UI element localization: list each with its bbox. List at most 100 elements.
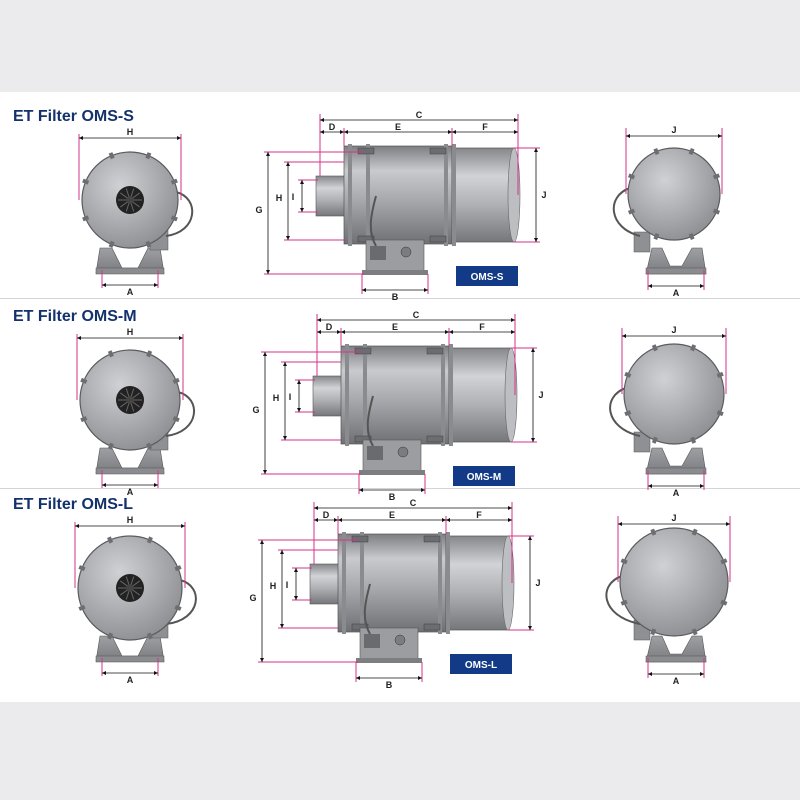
dim-label-h: H: [127, 327, 134, 337]
arrow-head: [442, 518, 446, 522]
dim-label-b: B: [386, 680, 393, 690]
bolt: [624, 371, 632, 378]
base-plate: [645, 467, 707, 475]
dim-label-h: H: [270, 581, 277, 591]
bolt: [145, 152, 152, 160]
dim-label-e: E: [395, 122, 401, 132]
bolt: [172, 416, 180, 423]
arrow-head: [286, 236, 290, 240]
arrow-head: [154, 483, 158, 487]
dim-label-f: F: [482, 122, 488, 132]
fan-hub: [126, 396, 134, 404]
dim-label-c: C: [410, 498, 417, 508]
arrow-head: [508, 518, 512, 522]
bolt: [174, 565, 182, 572]
inlet-pipe: [309, 563, 341, 605]
arrow-head: [294, 596, 298, 600]
arrow-head: [700, 484, 704, 488]
arrow-head: [534, 148, 538, 152]
dim-label-a: A: [673, 488, 680, 498]
arrow-head: [260, 658, 264, 662]
arrow-head: [340, 130, 344, 134]
dim-label-e: E: [389, 510, 395, 520]
bolt: [146, 350, 153, 358]
rear-housing: [451, 147, 515, 243]
latch: [426, 347, 444, 355]
bolt: [107, 536, 114, 544]
dim-label-j: J: [671, 325, 676, 335]
dim-label-a: A: [127, 675, 134, 685]
latch: [351, 535, 369, 543]
arrow-head: [280, 550, 284, 554]
arrow-head: [449, 330, 453, 334]
bolt: [651, 436, 658, 444]
cable-gland: [397, 446, 409, 458]
dim-label-j: J: [538, 390, 543, 400]
arrow-head: [334, 518, 338, 522]
mount-plate: [359, 470, 425, 475]
arrow-head: [294, 568, 298, 572]
arrow-head: [359, 488, 363, 492]
filter-body: [340, 345, 450, 445]
cable: [165, 191, 194, 237]
clamp-band: [363, 344, 367, 446]
clamp-band: [366, 144, 370, 246]
section-title: ET Filter OMS-L: [13, 496, 133, 513]
cable-gland: [400, 246, 412, 258]
arrow-head: [452, 130, 456, 134]
model-badge-label: OMS-L: [465, 660, 497, 671]
dim-label-f: F: [476, 510, 482, 520]
bolt: [172, 377, 180, 384]
bolt: [720, 599, 728, 606]
arrow-head: [648, 284, 652, 288]
arrow-head: [263, 470, 267, 474]
clamp-band: [446, 532, 450, 634]
bolt: [146, 536, 153, 544]
dim-label-d: D: [323, 510, 330, 520]
latch: [357, 147, 375, 155]
bolt: [712, 208, 721, 215]
arrow-head: [300, 180, 304, 184]
dim-label-f: F: [479, 322, 485, 332]
latch: [423, 535, 441, 543]
filter-body: [337, 533, 447, 633]
arrow-head: [320, 118, 324, 122]
housing-rear: [627, 147, 721, 241]
bolt: [688, 147, 695, 156]
arrow-head: [317, 318, 321, 322]
arrow-head: [356, 676, 360, 680]
bolt: [716, 371, 724, 378]
mount-plate: [356, 658, 422, 663]
dim-label-a: A: [673, 288, 680, 298]
bolt: [146, 442, 153, 450]
junction-box: [633, 231, 651, 253]
dim-label-b: B: [389, 492, 396, 502]
dim-label-c: C: [413, 310, 420, 320]
bolt: [712, 173, 721, 180]
bolt: [653, 147, 660, 156]
arrow-head: [337, 330, 341, 334]
bolt: [108, 152, 115, 160]
mount-plate: [362, 270, 428, 275]
dim-label-h: H: [127, 515, 134, 525]
bolt: [691, 628, 698, 636]
arrow-head: [266, 152, 270, 156]
arrow-head: [314, 506, 318, 510]
dim-label-j: J: [671, 513, 676, 523]
bolt: [82, 215, 90, 222]
arrow-head: [531, 438, 535, 442]
base-plate: [95, 467, 165, 475]
bolt: [720, 558, 728, 565]
bolt: [146, 632, 153, 640]
dim-label-h: H: [276, 193, 283, 203]
clamp-band: [449, 344, 453, 446]
arrow-head: [283, 362, 287, 366]
arrow-head: [260, 540, 264, 544]
arrow-head: [726, 522, 730, 526]
model-badge: [453, 466, 515, 486]
clamp-band: [438, 532, 442, 634]
base-plate: [95, 267, 165, 275]
arrow-head: [418, 676, 422, 680]
